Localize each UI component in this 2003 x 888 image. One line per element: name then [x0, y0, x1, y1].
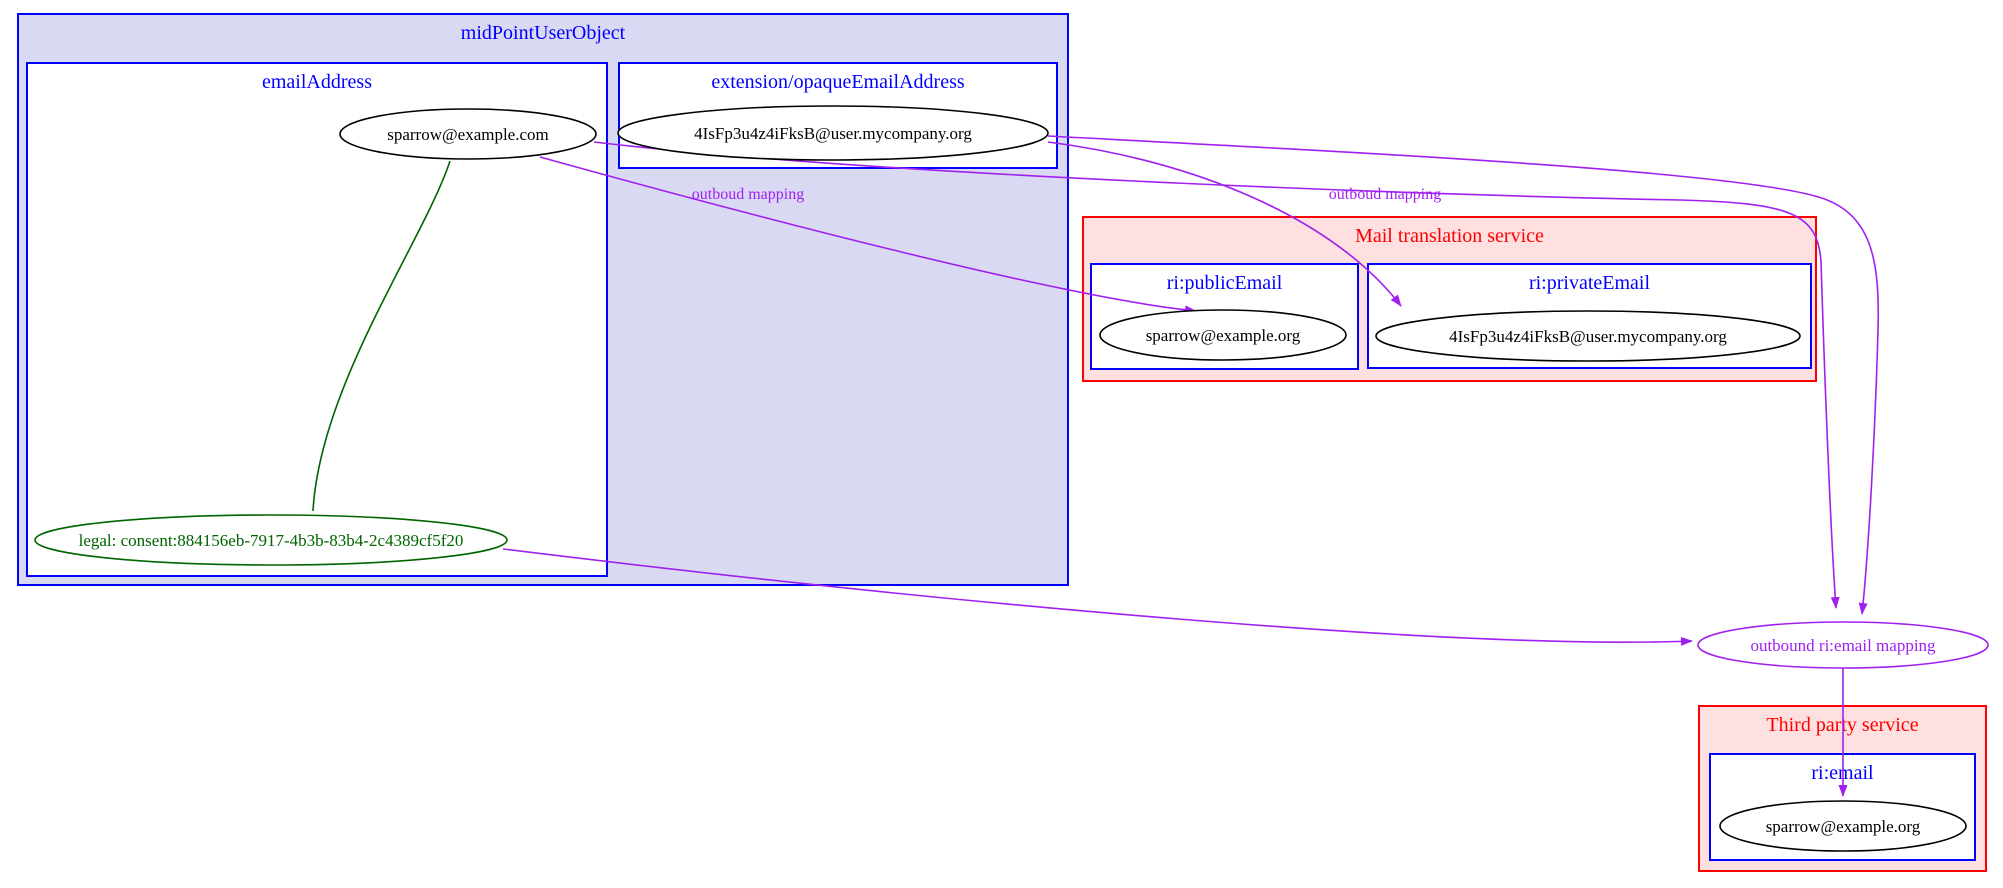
cluster-ri-public-email-title: ri:publicEmail [1166, 272, 1283, 294]
edge-label-outbound-right: outboud mapping [1329, 186, 1441, 203]
cluster-ri-email-title: ri:email [1811, 762, 1874, 784]
node-outbound-mapping-ellipse [1697, 621, 1989, 669]
cluster-opaque-email-title: extension/opaqueEmailAddress [711, 71, 965, 93]
cluster-ri-email: ri:email [1709, 753, 1976, 861]
cluster-mail-translation-title: Mail translation service [1355, 225, 1544, 247]
cluster-third-party-title: Third party service [1766, 714, 1919, 736]
cluster-email-address: emailAddress [26, 62, 608, 577]
cluster-email-address-title: emailAddress [262, 71, 372, 93]
node-outbound-mapping-label: outbound ri:email mapping [1750, 636, 1936, 655]
cluster-midpoint-title: midPointUserObject [460, 22, 626, 44]
cluster-opaque-email-address: extension/opaqueEmailAddress [618, 62, 1058, 169]
cluster-ri-private-email: ri:privateEmail [1367, 263, 1812, 369]
cluster-ri-private-email-title: ri:privateEmail [1528, 272, 1651, 294]
cluster-ri-public-email: ri:publicEmail [1090, 263, 1359, 370]
